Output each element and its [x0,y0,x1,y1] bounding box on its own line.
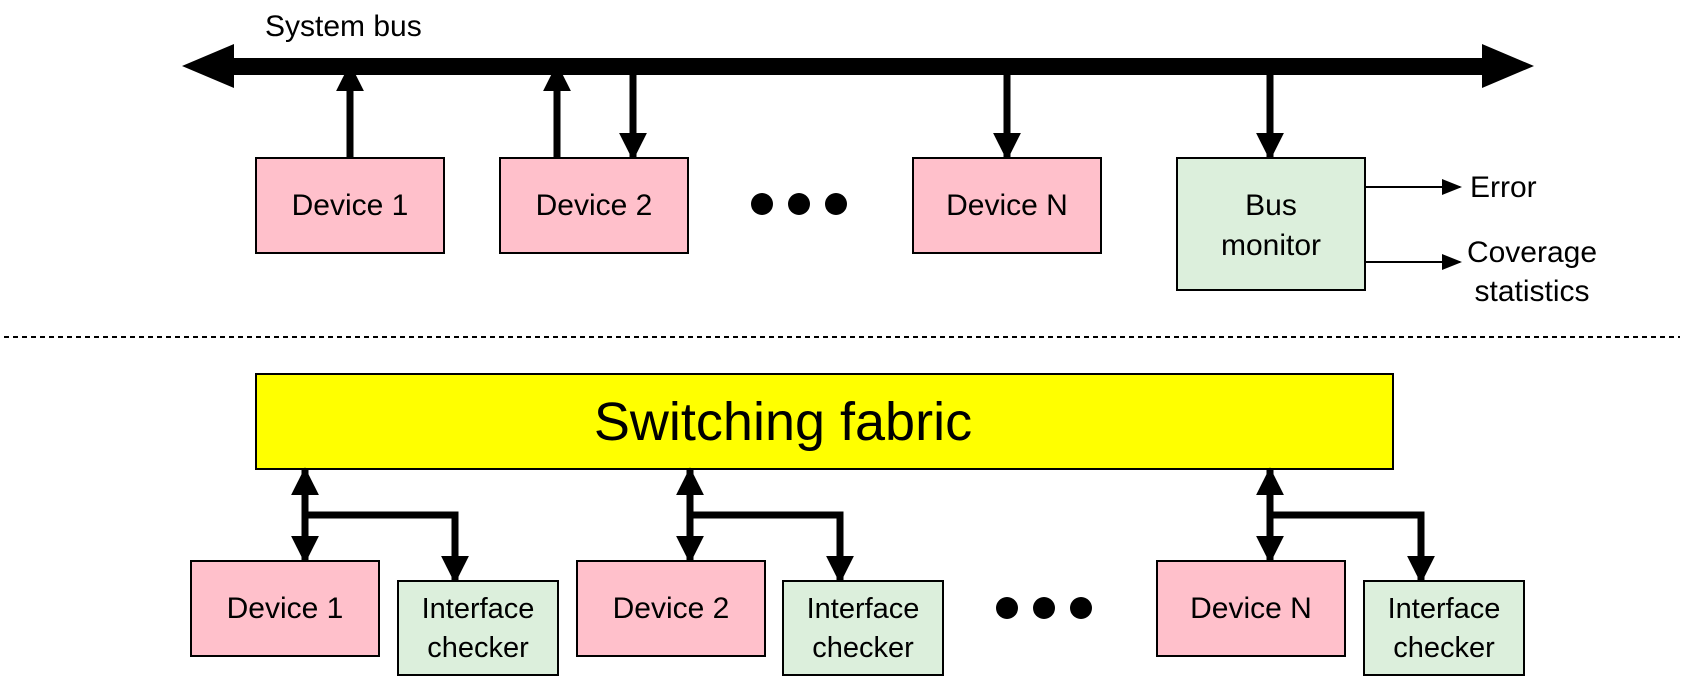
error-output-label: Error [1470,171,1537,204]
interface-checker-1: Interface checker [397,580,559,676]
bus-device-2-box [499,157,689,254]
system-bus-left-arrowhead [182,44,234,88]
ellipsis-dot [1070,597,1092,619]
ellipsis-dot [825,193,847,215]
fabric-device-2: Device 2 [576,560,766,657]
switching-fabric: Switching fabric [255,373,1394,470]
system-bus-right-arrowhead [1482,44,1534,88]
switching-fabric-section: Switching fabric Device 1 Interface chec… [190,373,1525,676]
interface-checker-2-label-line1: Interface [807,593,920,625]
interface-checker-1-box [397,580,559,676]
bus-monitor-label-line1: Bus [1245,189,1297,222]
ellipsis-dot [996,597,1018,619]
fabric-device-2-box [576,560,766,657]
device-1-checker-tap-arrow [305,511,469,584]
ellipsis-dot [1033,597,1055,619]
system-bus-section: System bus Device 1 Device 2 Device N [182,10,1597,308]
bus-device-n-label: Device N [946,189,1068,222]
bus-device-2-label: Device 2 [536,189,653,222]
interface-checker-2-box [782,580,944,676]
bus-monitor: Bus monitor [1176,157,1366,291]
system-bus [182,44,1534,88]
fabric-device-n-box [1156,560,1346,657]
coverage-output-label-line1: Coverage [1467,236,1597,269]
switching-fabric-label: Switching fabric [594,392,972,452]
fabric-device-1-box [190,560,380,657]
bus-monitor-box [1176,157,1366,291]
ellipsis-dot [788,193,810,215]
interface-checker-1-label-line1: Interface [422,593,535,625]
fabric-device-n: Device N [1156,560,1346,657]
ellipsis-dot [751,193,773,215]
bus-device-2: Device 2 [499,157,689,254]
interface-checker-1-label-line2: checker [427,632,529,664]
bus-ellipsis [751,193,847,215]
bus-device-n: Device N [912,157,1102,254]
monitor-outputs: Error Coverage statistics [1365,171,1597,308]
fabric-connectors [291,467,1435,584]
switching-fabric-box [255,373,1394,470]
bus-device-n-box [912,157,1102,254]
bus-connectors [336,63,1284,161]
fabric-ellipsis [996,597,1092,619]
interface-checker-n-box [1363,580,1525,676]
fabric-device-n-label: Device N [1190,592,1312,625]
bus-device-1-label: Device 1 [292,189,409,222]
system-bus-label: System bus [265,10,422,43]
fabric-device-1: Device 1 [190,560,380,657]
fabric-device-1-label: Device 1 [227,592,344,625]
interface-checker-n-label-line1: Interface [1388,593,1501,625]
bus-monitor-label-line2: monitor [1221,229,1321,262]
coverage-output-label-line2: statistics [1474,275,1589,308]
interface-checker-n: Interface checker [1363,580,1525,676]
system-bus-line [230,58,1485,75]
fabric-device-2-label: Device 2 [613,592,730,625]
interface-checker-2: Interface checker [782,580,944,676]
bus-device-1-box [255,157,445,254]
bus-device-1: Device 1 [255,157,445,254]
interface-checker-2-label-line2: checker [812,632,914,664]
device-2-checker-tap-arrow [690,511,854,584]
device-n-checker-tap-arrow [1270,511,1435,584]
interface-checker-n-label-line2: checker [1393,632,1495,664]
